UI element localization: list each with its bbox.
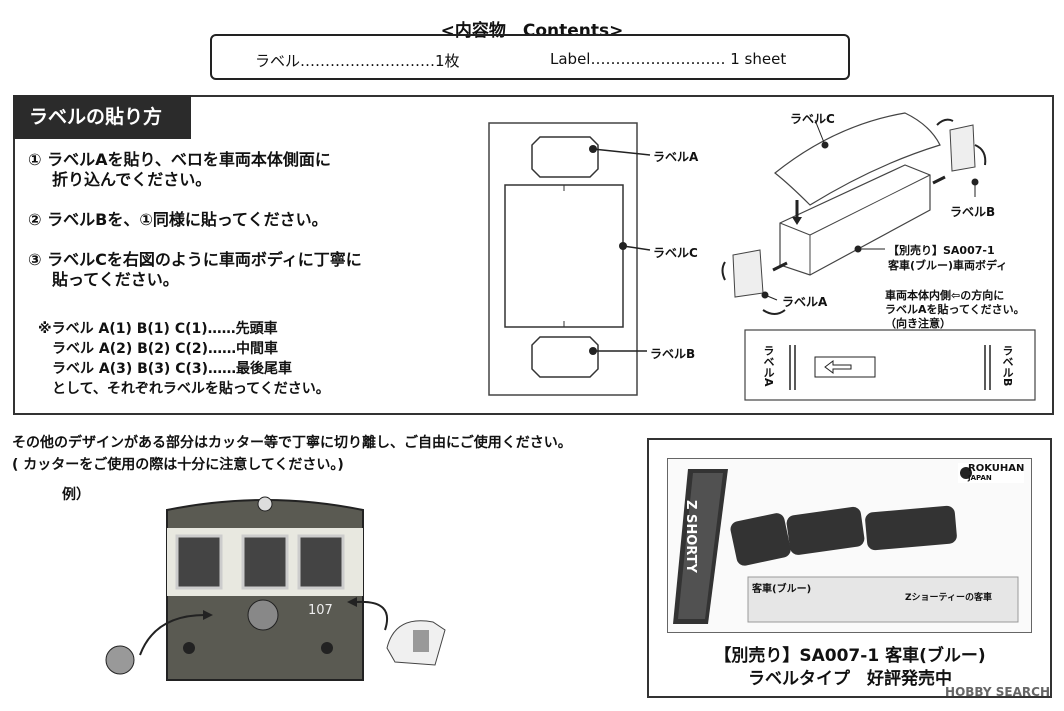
- contents-en-line: Label……………………… 1 sheet: [550, 50, 787, 68]
- assembly-label-a: ラベルA: [782, 295, 828, 309]
- contents-title: <内容物 Contents>: [440, 21, 624, 41]
- product-brand-sub: JAPAN: [968, 474, 992, 482]
- product-box-sub: Zショーティーの客車: [905, 593, 992, 603]
- step-1-line-2: 折り込んでください。: [52, 170, 212, 189]
- note-line-1: ※ラベル A(1) B(1) C(1)‥‥‥先頭車: [38, 321, 278, 337]
- sheet-label-a: ラベルA: [653, 150, 699, 164]
- side-label-b: ラベルB: [1001, 345, 1014, 387]
- note-line-4: として、それぞれラベルを貼ってください。: [52, 381, 330, 397]
- product-brand: ROKUHAN: [968, 463, 1025, 474]
- assembly-label-b: ラベルB: [950, 205, 996, 219]
- product-box: [647, 438, 1052, 698]
- product-caption-line-2: ラベルタイプ 好評発売中: [748, 669, 952, 689]
- note-line-3: ラベル A(3) B(3) C(3)‥‥‥最後尾車: [52, 361, 293, 377]
- step-1-line-1: ① ラベルAを貼り、ベロを車両本体側面に: [28, 150, 331, 169]
- example-label: 例）: [62, 487, 90, 503]
- inner-note-line-2: ラベルAを貼ってください。: [885, 303, 1025, 316]
- howto-panel: [13, 95, 1054, 415]
- car-number: 107: [308, 603, 333, 618]
- inner-note-line-1: 車両本体内側⇦の方向に: [885, 289, 1005, 302]
- side-label-a: ラベルA: [762, 345, 775, 387]
- watermark: HOBBY SEARCH: [945, 685, 1050, 699]
- inner-note-line-3: （向き注意）: [885, 317, 951, 330]
- contents-jp-line: ラベル………………………1枚: [255, 52, 460, 70]
- step-2: ② ラベルBを、①同様に貼ってください。: [28, 210, 328, 229]
- product-series: Z SHORTY: [683, 500, 698, 573]
- howto-title: ラベルの貼り方: [13, 95, 191, 139]
- product-caption-line-1: 【別売り】SA007-1 客車(ブルー): [714, 646, 986, 666]
- footer-line-2: ( カッターをご使用の際は十分に注意してください。): [12, 457, 344, 473]
- assembly-label-c: ラベルC: [790, 112, 835, 126]
- product-box-title: 客車(ブルー): [752, 584, 812, 595]
- note-line-2: ラベル A(2) B(2) C(2)‥‥‥中間車: [52, 341, 279, 357]
- assembly-product-line-1: 【別売り】SA007-1: [888, 244, 995, 257]
- step-3-line-1: ③ ラベルCを右図のように車両ボディに丁寧に: [28, 250, 362, 269]
- sheet-label-c: ラベルC: [653, 246, 698, 260]
- product-illustration: [673, 463, 1024, 624]
- contents-box: [210, 34, 850, 80]
- assembly-diagram: [721, 112, 1036, 401]
- label-sheet-diagram: [488, 122, 651, 396]
- assembly-product-line-2: 客車(ブルー)車両ボディ: [888, 259, 1008, 272]
- step-3-line-2: 貼ってください。: [52, 270, 179, 289]
- example-car-front: [105, 496, 446, 681]
- footer-line-1: その他のデザインがある部分はカッター等で丁寧に切り離し、ご自由にご使用ください。: [12, 435, 572, 451]
- sheet-label-b: ラベルB: [650, 347, 696, 361]
